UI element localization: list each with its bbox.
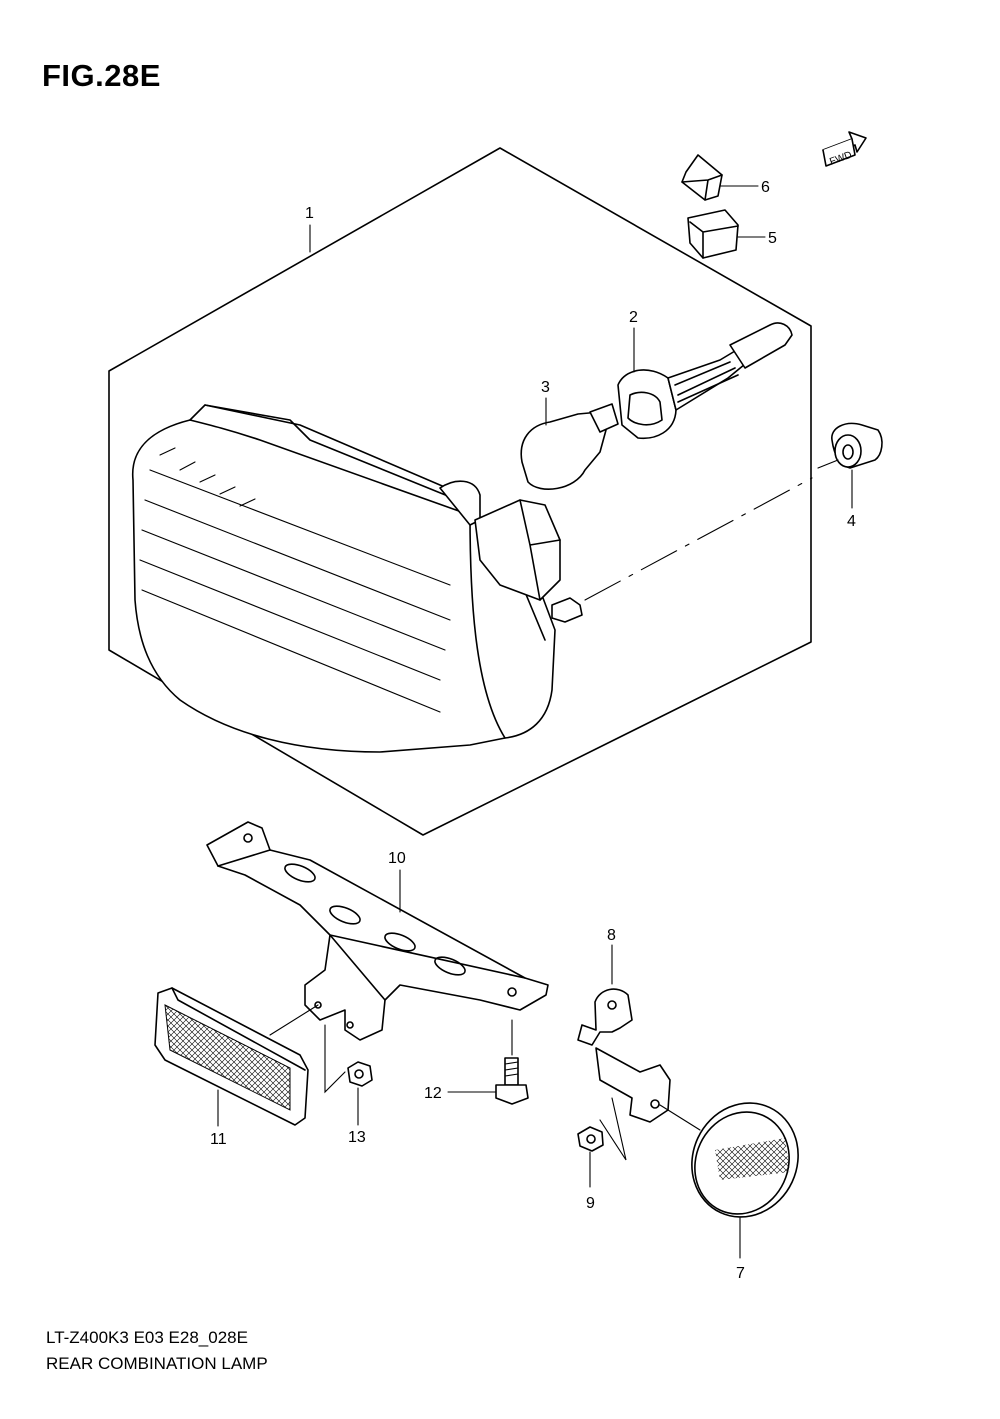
- figure-title: FIG.28E: [42, 58, 161, 93]
- cushion-part-6: [681, 154, 723, 201]
- round-reflector-part-7: [691, 1102, 799, 1218]
- callout-4: 4: [847, 513, 856, 530]
- socket-part: [617, 322, 793, 440]
- cushion-part-5: [687, 209, 739, 259]
- callout-1: 1: [305, 205, 314, 222]
- leader-lines: [217, 185, 853, 1259]
- fwd-arrow-icon: FWD: [822, 131, 867, 168]
- bulb-part: [520, 403, 619, 490]
- callout-11: 11: [210, 1131, 227, 1148]
- callout-7: 7: [736, 1265, 745, 1282]
- model-code: LT-Z400K3 E03 E28_028E: [46, 1328, 248, 1347]
- callout-6: 6: [761, 179, 770, 196]
- grommet-part: [831, 422, 883, 469]
- nut-part-9: [577, 1126, 604, 1152]
- callout-9: 9: [586, 1195, 595, 1212]
- assembly-name: REAR COMBINATION LAMP: [46, 1354, 268, 1373]
- callout-2: 2: [629, 309, 638, 326]
- callout-3: 3: [541, 379, 550, 396]
- callout-13: 13: [348, 1129, 366, 1146]
- reflector-part-11: [154, 987, 309, 1126]
- callout-8: 8: [607, 927, 616, 944]
- callout-5: 5: [768, 230, 777, 247]
- callout-numbers: 1 2 3 4 5 6 7 8 9 10 11 12 13: [210, 179, 856, 1282]
- callout-12: 12: [424, 1085, 442, 1102]
- tail-lamp-housing: [131, 404, 583, 753]
- callout-10: 10: [388, 850, 406, 867]
- assembly-boundary: [108, 147, 812, 836]
- bolt-part-12: [495, 1057, 529, 1105]
- small-bracket-part-8: [577, 988, 671, 1123]
- nut-part-13: [347, 1061, 373, 1087]
- bracket-part: [206, 821, 549, 1041]
